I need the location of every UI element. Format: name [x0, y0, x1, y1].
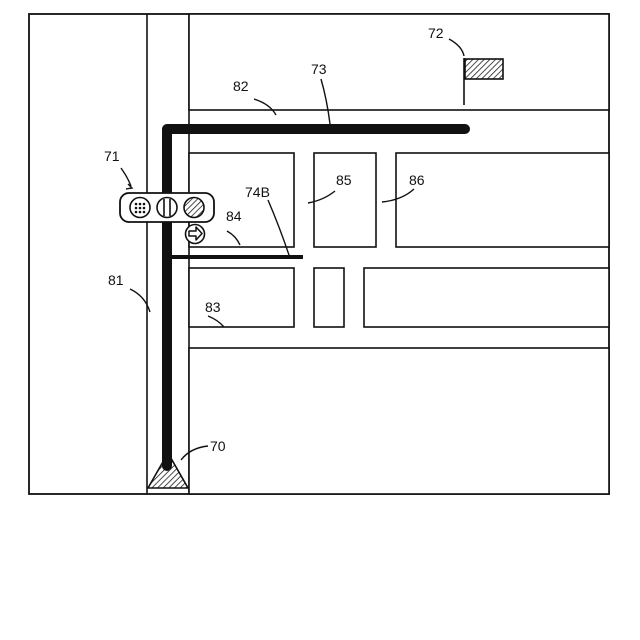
block-83: [189, 268, 294, 327]
label-traffic-signal: 71: [104, 148, 120, 164]
block-85: [314, 153, 376, 247]
label-route: 73: [311, 61, 327, 77]
turn-arrow-icon: [186, 225, 205, 244]
label-block-86: 86: [409, 172, 425, 188]
label-destination: 72: [428, 25, 444, 41]
label-block-83: 83: [205, 299, 221, 315]
label-side-route: 74B: [245, 184, 270, 200]
block-86: [396, 153, 609, 247]
label-block-85: 85: [336, 172, 352, 188]
block-small: [314, 268, 344, 327]
label-road-84: 84: [226, 208, 242, 224]
block-right-middle: [364, 268, 609, 327]
traffic-light-icon: [120, 193, 214, 222]
label-road-81: 81: [108, 272, 124, 288]
label-current-position: 70: [210, 438, 226, 454]
label-road-82: 82: [233, 78, 249, 94]
block-bottom: [189, 348, 609, 494]
top-block: [189, 14, 609, 110]
